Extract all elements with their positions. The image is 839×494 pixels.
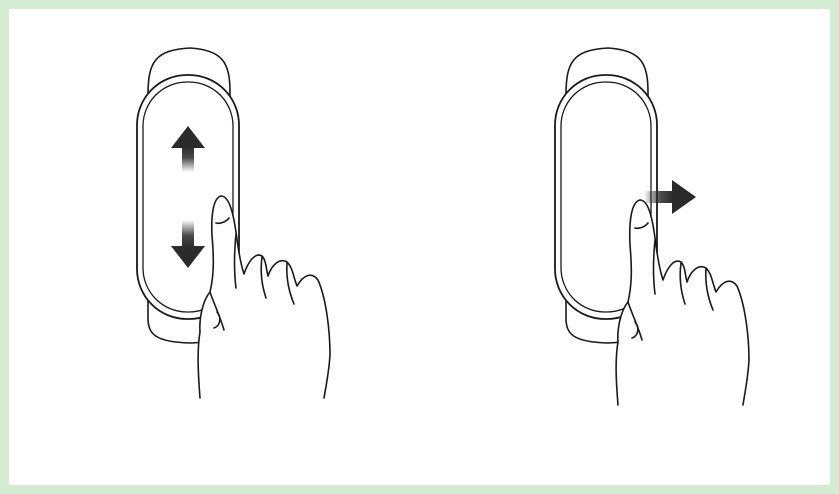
panel-swipe-up-down bbox=[136, 47, 331, 399]
hand-icon bbox=[615, 199, 750, 406]
arrow-up-icon bbox=[171, 126, 205, 172]
hand-icon bbox=[197, 195, 331, 399]
arrow-right-icon bbox=[644, 180, 696, 214]
arrow-down-icon bbox=[171, 220, 205, 268]
panel-swipe-right bbox=[554, 47, 750, 406]
